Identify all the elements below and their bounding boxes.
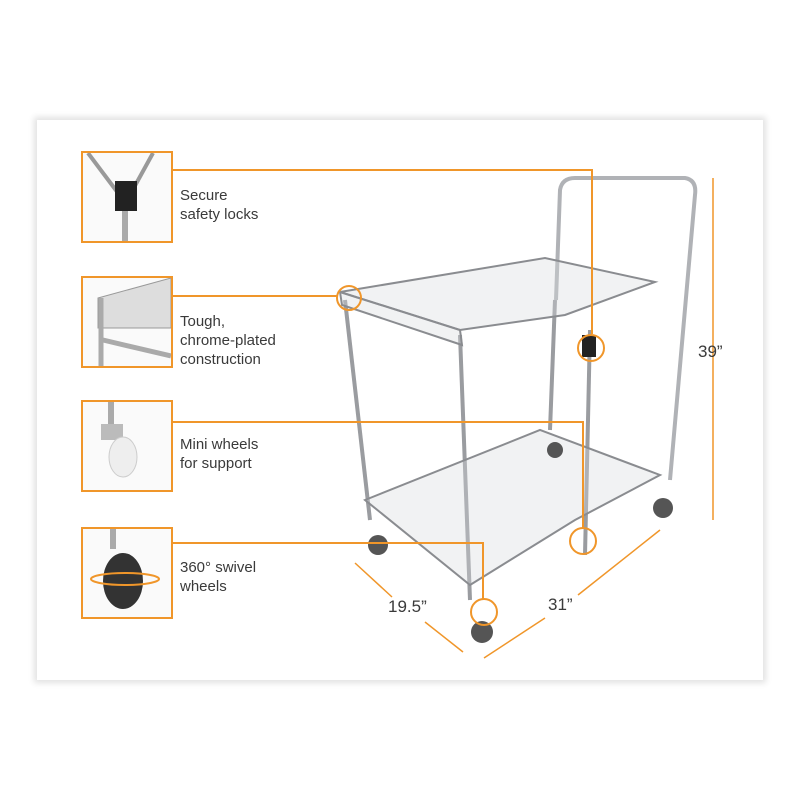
feature-label-mini-wheels: Mini wheels for support xyxy=(180,435,258,473)
feature-text: wheels xyxy=(180,578,227,595)
feature-text: chrome-plated xyxy=(180,332,276,349)
cart-wheels xyxy=(368,442,673,643)
feature-text: Mini wheels xyxy=(180,436,259,453)
feature-text: Secure xyxy=(180,187,228,204)
height-dimension: 39” xyxy=(698,342,723,361)
feature-label-safety-locks: Secure safety locks xyxy=(180,186,258,224)
feature-label-chrome-construction: Tough, chrome-plated construction xyxy=(180,312,276,369)
feature-image-safety-locks xyxy=(81,151,173,243)
cart-frame xyxy=(343,176,698,601)
feature-text: Tough, xyxy=(180,313,226,330)
feature-label-swivel-wheels: 360° swivel wheels xyxy=(180,558,256,596)
width-dimension: 31” xyxy=(548,595,573,614)
dimension-lines xyxy=(354,178,714,659)
feature-image-mini-wheels xyxy=(81,400,173,492)
depth-dimension: 19.5” xyxy=(388,597,427,616)
feature-text: for support xyxy=(180,455,252,472)
feature-image-swivel-wheels xyxy=(81,527,173,619)
feature-text: safety locks xyxy=(180,206,259,223)
callout-lines xyxy=(171,169,605,626)
feature-text: construction xyxy=(180,351,261,368)
safety-lock xyxy=(582,335,596,357)
feature-text: 360° swivel xyxy=(180,559,257,576)
cart-shelves xyxy=(338,256,663,587)
feature-image-chrome-construction xyxy=(81,276,173,368)
